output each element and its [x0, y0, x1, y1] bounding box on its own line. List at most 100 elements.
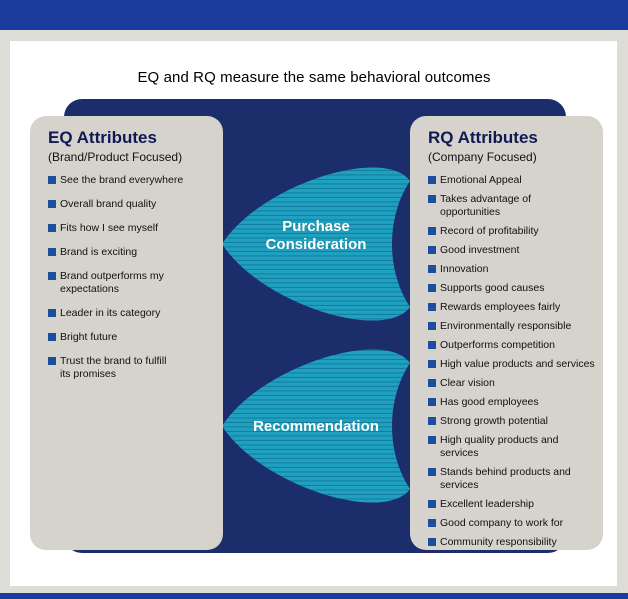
attribute-text: Brand is exciting	[60, 246, 138, 258]
attribute-text: Supports good causes	[440, 282, 545, 294]
rq-attribute-item: High quality products and services	[428, 434, 597, 460]
bullet-square-icon	[48, 272, 56, 280]
bullet-square-icon	[428, 468, 436, 476]
recommendation-label-line: Recommendation	[253, 418, 379, 435]
bullet-square-icon	[428, 360, 436, 368]
attribute-text: its promises	[60, 368, 117, 380]
bullet-square-icon	[428, 519, 436, 527]
eq-attribute-item: Brand is exciting	[48, 246, 217, 259]
rq-attribute-item: Emotional Appeal	[428, 174, 597, 187]
rq-attributes-panel: RQ Attributes (Company Focused) Emotiona…	[410, 116, 603, 550]
attribute-text: Brand outperforms my	[60, 270, 164, 282]
rq-attribute-item: Innovation	[428, 263, 597, 276]
eq-attribute-item: Fits how I see myself	[48, 222, 217, 235]
attribute-text: Has good employees	[440, 396, 539, 408]
recommendation-lens	[222, 349, 410, 503]
rq-attribute-item: Good investment	[428, 244, 597, 257]
bullet-square-icon	[428, 398, 436, 406]
bullet-square-icon	[428, 341, 436, 349]
attribute-text: Excellent leadership	[440, 498, 534, 510]
attribute-text: Rewards employees fairly	[440, 301, 561, 313]
bullet-square-icon	[48, 224, 56, 232]
bullet-square-icon	[428, 265, 436, 273]
recommendation-label: Recommendation	[246, 418, 386, 436]
bullet-square-icon	[48, 333, 56, 341]
bullet-square-icon	[428, 246, 436, 254]
rq-attribute-item: Has good employees	[428, 396, 597, 409]
attribute-text: Stands behind products and	[440, 466, 571, 478]
consideration-label-line: Consideration	[265, 236, 367, 253]
attribute-text: Takes advantage of	[440, 193, 532, 205]
attribute-text: Bright future	[60, 331, 118, 343]
attribute-text: Emotional Appeal	[440, 174, 522, 186]
rq-attribute-item: Good company to work for	[428, 517, 597, 530]
attribute-text: services	[440, 479, 479, 491]
eq-attribute-item: Leader in its category	[48, 307, 217, 320]
eq-title: EQ Attributes	[48, 128, 157, 147]
purchase-label-line: Purchase	[282, 218, 350, 235]
bullet-square-icon	[428, 436, 436, 444]
bullet-square-icon	[428, 195, 436, 203]
attribute-text: Trust the brand to fulfill	[60, 355, 167, 367]
attribute-text: Fits how I see myself	[60, 222, 159, 234]
bullet-square-icon	[428, 284, 436, 292]
bullet-square-icon	[428, 227, 436, 235]
rq-attribute-item: Record of profitability	[428, 225, 597, 238]
bullet-square-icon	[428, 538, 436, 546]
bullet-square-icon	[428, 303, 436, 311]
bullet-square-icon	[48, 309, 56, 317]
rq-attribute-item: Strong growth potential	[428, 415, 597, 428]
rq-title: RQ Attributes	[428, 128, 538, 147]
eq-attributes-panel: EQ Attributes (Brand/Product Focused) Se…	[30, 116, 223, 550]
rq-subtitle: (Company Focused)	[428, 150, 537, 164]
rq-attribute-item: Rewards employees fairly	[428, 301, 597, 314]
bullet-square-icon	[428, 176, 436, 184]
bullet-square-icon	[428, 379, 436, 387]
rq-attribute-item: Supports good causes	[428, 282, 597, 295]
rq-attribute-item: Excellent leadership	[428, 498, 597, 511]
attribute-text: Clear vision	[440, 377, 495, 389]
attribute-text: See the brand everywhere	[60, 174, 184, 186]
attribute-text: Strong growth potential	[440, 415, 548, 427]
bullet-square-icon	[48, 176, 56, 184]
rq-attribute-item: Environmentally responsible	[428, 320, 597, 333]
attribute-text: High value products and services	[440, 358, 595, 370]
bullet-square-icon	[48, 248, 56, 256]
bullet-square-icon	[428, 322, 436, 330]
bottom-bar	[0, 593, 628, 599]
eq-attribute-item: Bright future	[48, 331, 217, 344]
attribute-text: Community responsibility	[440, 536, 557, 548]
bullet-square-icon	[48, 357, 56, 365]
attribute-text: opportunities	[440, 206, 501, 218]
bullet-square-icon	[428, 500, 436, 508]
attribute-text: Leader in its category	[60, 307, 161, 319]
attribute-text: Record of profitability	[440, 225, 539, 237]
bullet-square-icon	[48, 200, 56, 208]
bullet-square-icon	[428, 417, 436, 425]
diagram-title: EQ and RQ measure the same behavioral ou…	[137, 69, 491, 86]
purchase-consideration-label: Purchase Consideration	[246, 218, 386, 254]
attribute-text: Innovation	[440, 263, 489, 275]
rq-attribute-item: Community responsibility	[428, 536, 597, 549]
attribute-text: Good company to work for	[440, 517, 564, 529]
top-bar	[0, 0, 628, 30]
purchase-consideration-lens	[222, 167, 410, 321]
rq-attribute-item: High value products and services	[428, 358, 597, 371]
rq-attribute-item: Outperforms competition	[428, 339, 597, 352]
attribute-text: Outperforms competition	[440, 339, 555, 351]
attribute-text: Environmentally responsible	[440, 320, 572, 332]
attribute-text: Good investment	[440, 244, 520, 256]
rq-attribute-item: Clear vision	[428, 377, 597, 390]
eq-attribute-item: See the brand everywhere	[48, 174, 217, 187]
attribute-text: High quality products and services	[440, 434, 559, 459]
attribute-text: Overall brand quality	[60, 198, 157, 210]
eq-subtitle: (Brand/Product Focused)	[48, 150, 183, 164]
attribute-text: expectations	[60, 283, 119, 295]
